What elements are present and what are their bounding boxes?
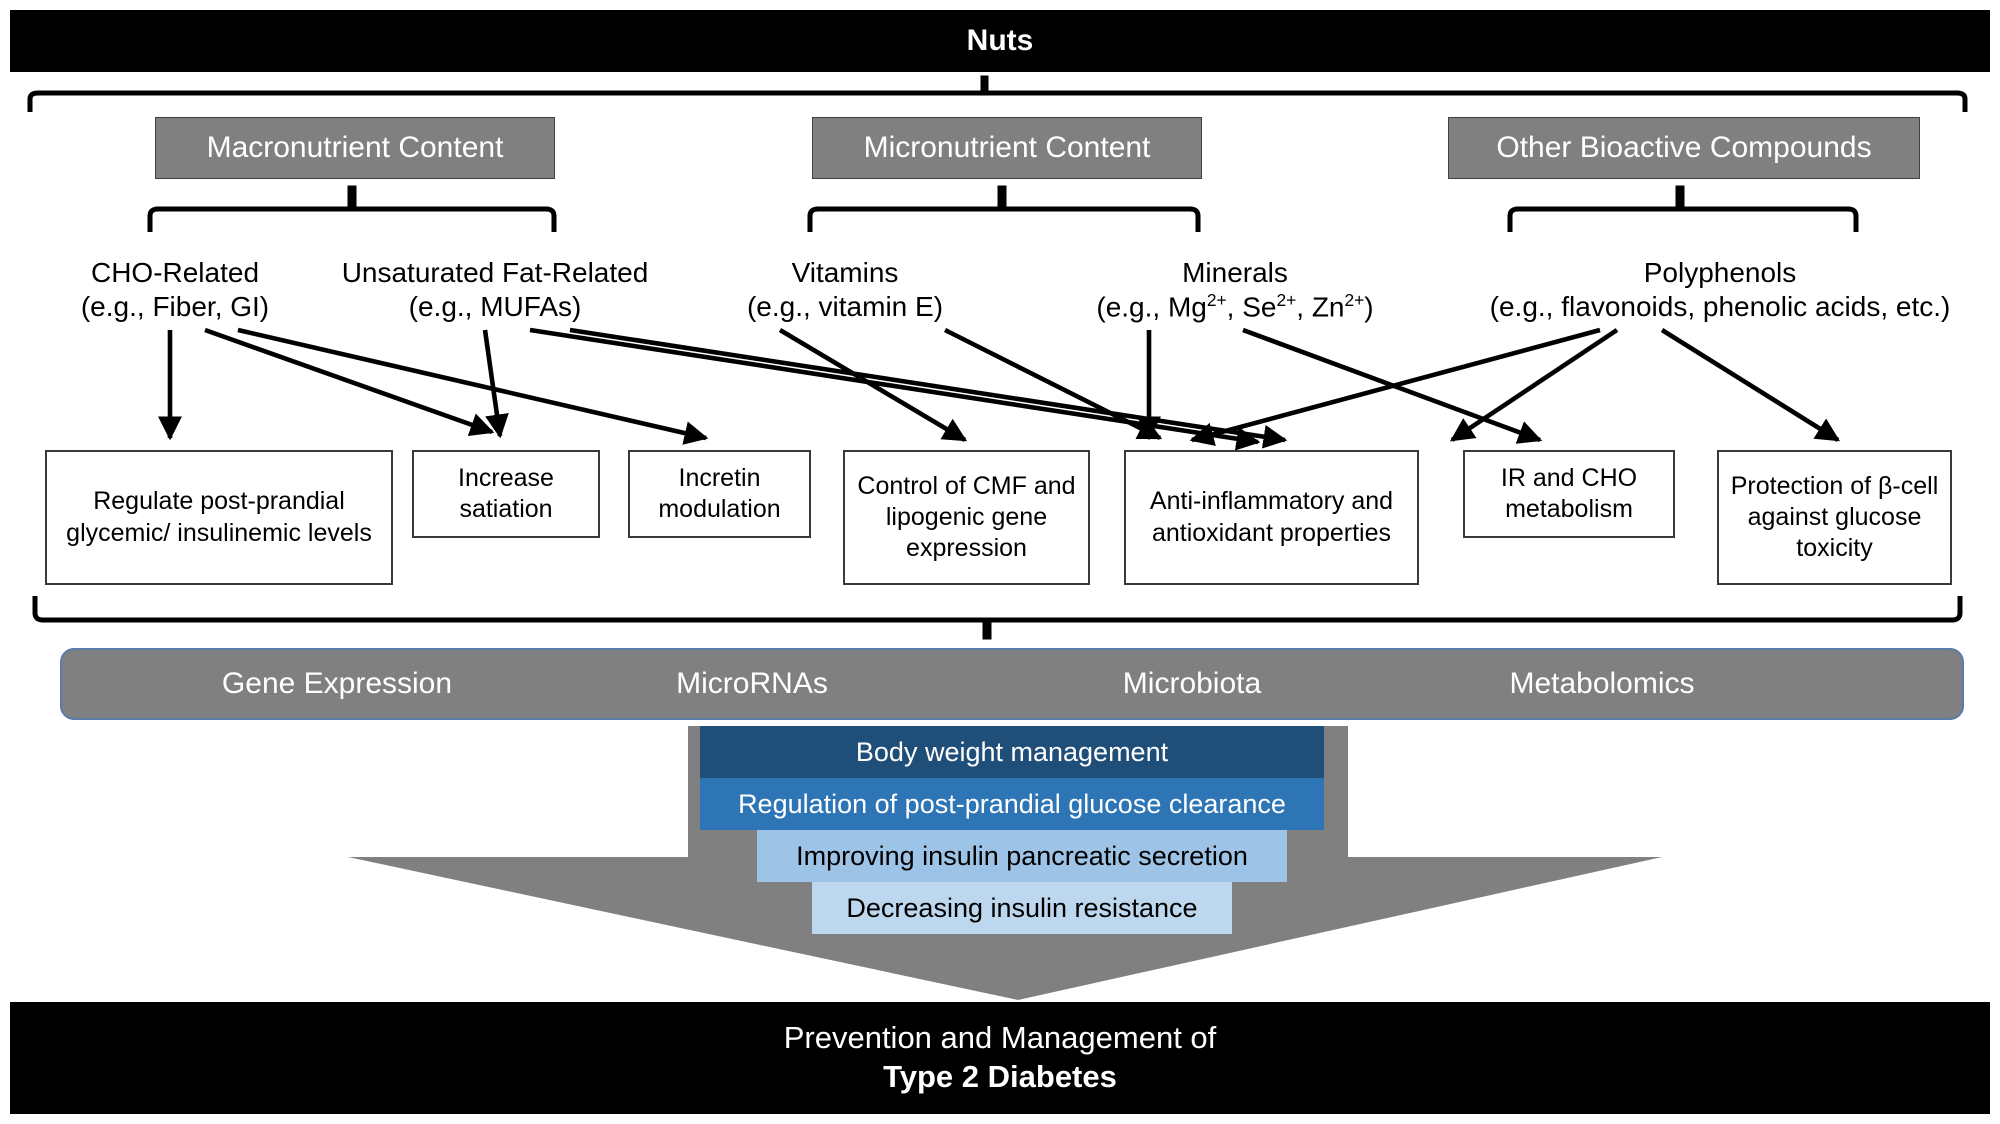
conclusion-line-2: Type 2 Diabetes [883,1059,1117,1094]
subcategory-example: (e.g., Fiber, GI) [80,291,270,323]
arrow-vitamins-to-antiinflam [943,327,1163,441]
omics-item-gene-expression[interactable]: Gene Expression [221,667,453,700]
subcategory-example: (e.g., flavonoids, phenolic acids, etc.) [1489,291,1951,323]
arrow-fat-to-satiation [482,329,509,439]
outcome-label: Incretin modulation [658,463,781,523]
outcome-label: Increase satiation [458,463,554,523]
subcategory-unsaturated-fat-related: Unsaturated Fat-Related (e.g., MUFAs) [325,256,665,324]
arrow-polyphenols-to-ircho [1450,328,1619,442]
bracket-other-bioactive [1507,185,1859,232]
omics-bar: Gene Expression MicroRNAs Microbiota Met… [60,648,1964,720]
flow-band-label: Decreasing insulin resistance [846,892,1198,923]
omics-item-micrornas[interactable]: MicroRNAs [676,667,828,700]
outcome-box-ir-cho-metabolism[interactable]: IR and CHO metabolism [1463,450,1675,538]
subcategory-minerals: Minerals (e.g., Mg2+, Se2+, Zn2+) [1050,256,1420,325]
subcategory-name: Polyphenols [1643,257,1797,288]
outcome-label: Anti-inflammatory and antioxidant proper… [1149,487,1394,547]
subcategory-vitamins: Vitamins (e.g., vitamin E) [700,256,990,324]
outcome-box-incretin-modulation[interactable]: Incretin modulation [628,450,811,538]
flow-band-label: Improving insulin pancreatic secretion [796,840,1248,871]
outcome-box-cmf-lipogenic[interactable]: Control of CMF and lipogenic gene expres… [843,450,1090,585]
category-label: Other Bioactive Compounds [1496,131,1872,164]
bracket-micronutrient [807,185,1201,232]
category-box-micronutrient[interactable]: Micronutrient Content [812,117,1202,179]
flow-band-glucose-clearance[interactable]: Regulation of post-prandial glucose clea… [700,778,1324,830]
title-banner: Nuts [10,10,1990,72]
arrow-cho-to-satiation [204,327,495,437]
arrow-minerals-to-ir-cho [1242,327,1543,444]
subcategory-name: Minerals [1182,257,1288,288]
outcome-label: Regulate post-prandial glycemic/ insulin… [66,487,372,547]
flow-band-label: Regulation of post-prandial glucose clea… [738,788,1286,819]
outcome-box-increase-satiation[interactable]: Increase satiation [412,450,600,538]
arrow-cho-to-incretin [237,327,709,445]
arrow-fat-to-antiinflam [529,327,1261,451]
arrow-fat-to-cmf [569,327,1288,449]
subcategory-example: (e.g., MUFAs) [408,291,582,323]
page-title: Nuts [966,24,1034,58]
subcategory-polyphenols: Polyphenols (e.g., flavonoids, phenolic … [1440,256,2000,324]
flow-band-body-weight[interactable]: Body weight management [700,726,1324,778]
arrow-vitamins-to-cmf [778,328,968,442]
flow-band-label: Body weight management [855,736,1169,767]
outcome-box-beta-cell-protection[interactable]: Protection of β-cell against glucose tox… [1717,450,1952,585]
conclusion-line-1: Prevention and Management of [783,1020,1217,1056]
category-label: Macronutrient Content [206,131,504,164]
conclusion-banner: Prevention and Management of Type 2 Diab… [10,1002,1990,1114]
omics-item-metabolomics[interactable]: Metabolomics [1509,667,1695,700]
subcategory-name: Unsaturated Fat-Related [341,257,649,288]
flow-band-insulin-resistance[interactable]: Decreasing insulin resistance [812,882,1232,934]
bracket-top [27,75,1968,112]
flow-band-insulin-secretion[interactable]: Improving insulin pancreatic secretion [757,830,1287,882]
outcome-box-anti-inflammatory[interactable]: Anti-inflammatory and antioxidant proper… [1124,450,1419,585]
subcategory-cho-related: CHO-Related (e.g., Fiber, GI) [30,256,320,324]
outcome-box-glycemic-regulation[interactable]: Regulate post-prandial glycemic/ insulin… [45,450,393,585]
subcategory-example: (e.g., vitamin E) [746,291,944,323]
subcategory-name: CHO-Related [90,257,260,288]
bracket-bottom [32,596,1963,640]
arrow-polyphenols-to-betacell [1660,328,1841,442]
category-box-other-bioactive[interactable]: Other Bioactive Compounds [1448,117,1920,179]
category-box-macronutrient[interactable]: Macronutrient Content [155,117,555,179]
outcome-label: IR and CHO metabolism [1500,463,1638,523]
outcome-label: Protection of β-cell against glucose tox… [1730,471,1939,563]
subcategory-example: (e.g., Mg2+, Se2+, Zn2+) [1096,290,1374,323]
outcome-label: Control of CMF and lipogenic gene expres… [857,471,1076,563]
connector-arrows [158,327,1841,451]
arrow-polyphenols-to-antiinflam [1189,327,1601,446]
subcategory-name: Vitamins [791,257,899,288]
bracket-macronutrient [147,185,557,232]
category-label: Micronutrient Content [863,131,1151,164]
omics-item-microbiota[interactable]: Microbiota [1122,667,1262,700]
